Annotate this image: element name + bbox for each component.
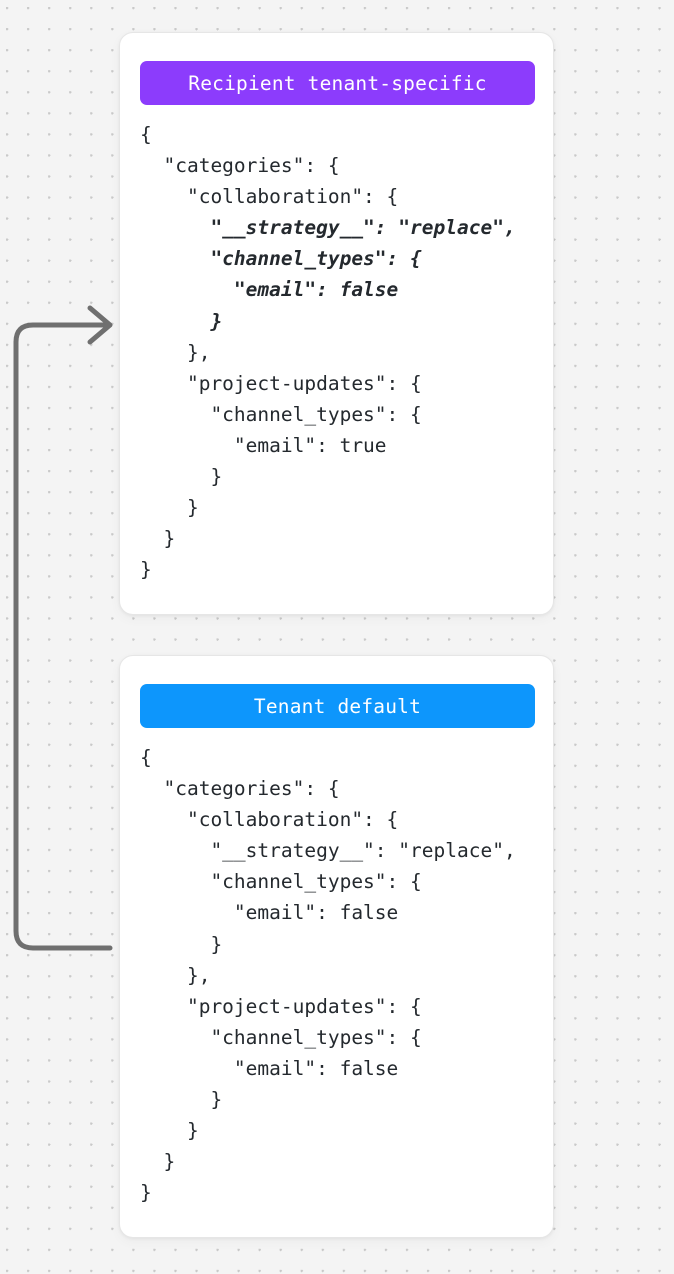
code-line: } — [140, 1119, 199, 1143]
code-line: "channel_types": { — [140, 247, 422, 271]
code-line: { — [140, 746, 152, 769]
code-line: "email": false — [140, 1056, 399, 1080]
code-line: }, — [140, 340, 211, 364]
code-line: { — [140, 123, 152, 146]
code-line: } — [140, 465, 223, 489]
code-line: "email": true — [140, 433, 387, 457]
badge-recipient-tenant-specific: Recipient tenant-specific — [140, 61, 535, 105]
code-line: } — [140, 527, 176, 551]
code-line: } — [140, 1181, 152, 1205]
code-line: "collaboration": { — [140, 808, 399, 832]
code-line: "__strategy__": "replace", — [140, 839, 516, 863]
card-recipient-tenant-specific: Recipient tenant-specific { "categories"… — [119, 32, 554, 615]
badge-tenant-default: Tenant default — [140, 684, 535, 728]
code-line: "email": false — [140, 901, 399, 925]
arrow-path — [13, 322, 113, 951]
code-line: } — [140, 496, 199, 520]
code-line: } — [140, 309, 223, 333]
code-line: "collaboration": { — [140, 185, 399, 209]
code-line: } — [140, 558, 152, 582]
code-line: "email": false — [140, 278, 399, 302]
code-line: "__strategy__": "replace", — [140, 216, 516, 240]
code-line: "channel_types": { — [140, 870, 422, 894]
code-line: "project-updates": { — [140, 371, 422, 395]
code-line: } — [140, 1150, 176, 1174]
code-line: "channel_types": { — [140, 402, 422, 426]
card-tenant-default: Tenant default { "categories": { "collab… — [119, 655, 554, 1238]
code-line: } — [140, 932, 223, 956]
code-line: } — [140, 1088, 223, 1112]
code-block-recipient: { "categories": { "collaboration": { "__… — [140, 119, 539, 585]
code-block-tenant-default: { "categories": { "collaboration": { "__… — [140, 742, 539, 1208]
code-line: }, — [140, 963, 211, 987]
code-line: "categories": { — [140, 777, 340, 801]
code-line: "channel_types": { — [140, 1025, 422, 1049]
code-line: "categories": { — [140, 154, 340, 178]
code-line: "project-updates": { — [140, 994, 422, 1018]
arrow-head — [87, 305, 113, 345]
